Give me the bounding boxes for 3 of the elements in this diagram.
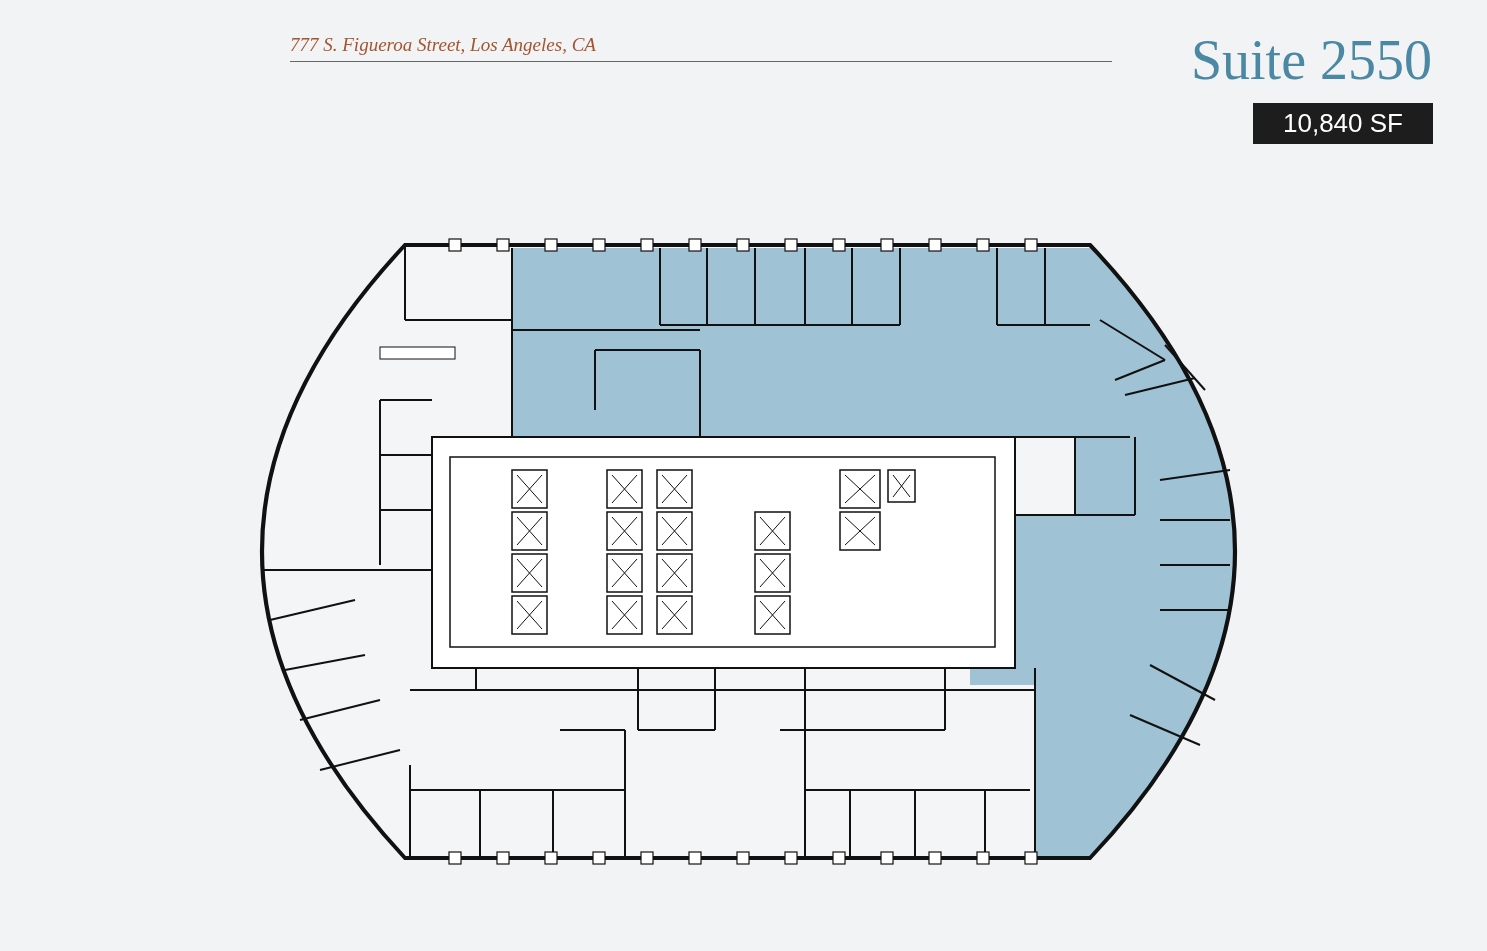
suite-title: Suite 2550 [1190, 30, 1432, 92]
address-text: 777 S. Figueroa Street, Los Angeles, CA [290, 34, 596, 56]
area-label: 10,840 SF [1253, 103, 1433, 144]
